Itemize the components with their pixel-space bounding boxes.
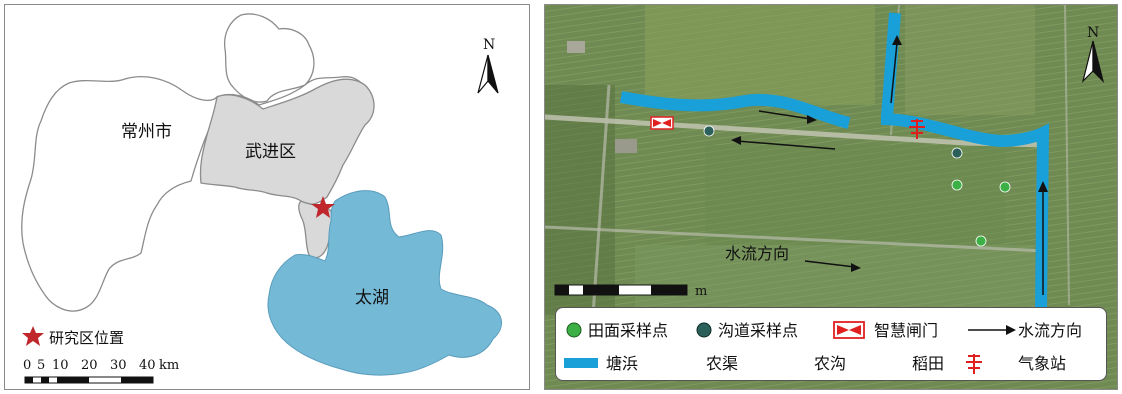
road-5: [1064, 5, 1070, 306]
region-peninsula: [298, 200, 334, 259]
legend-star-label: 研究区位置: [49, 329, 124, 347]
region-wujin: [199, 78, 375, 206]
flow-arrow-2: [731, 136, 836, 150]
channel-east: [880, 113, 1050, 310]
road-2: [545, 225, 1046, 253]
flow-arrow-4: [1038, 181, 1048, 295]
scale-tick-10: 10: [52, 358, 69, 373]
legend-gate-label: 智慧闸门: [874, 321, 938, 340]
legend-ditch-sample-icon: [696, 322, 712, 338]
north-arrow-right-icon: [487, 54, 499, 94]
scale-unit: m: [695, 284, 707, 299]
location-map-svg: 常州市 武进区 太湖 N 研究区位置 0 5 10 20 30 40 km: [21, 13, 502, 384]
legend-star-icon: [22, 326, 44, 346]
weather-station-icon: [909, 119, 925, 139]
ditch-sample-point: [951, 147, 963, 159]
legend-weather-label: 气象站: [1018, 354, 1066, 373]
legend-flow-label: 水流方向: [1018, 321, 1082, 340]
scale-tick-40: 40: [139, 358, 156, 373]
north-arrow-left-icon: [477, 54, 489, 94]
scale-tick-0: 0: [23, 358, 31, 373]
flow-direction-label: 水流方向: [725, 244, 789, 263]
legend-tangbang-icon: [564, 358, 598, 368]
field-patch-5: [545, 85, 615, 315]
field-patch-1: [645, 5, 875, 105]
legend-tangbang-label: 塘浜: [606, 354, 638, 373]
channel-north: [881, 12, 901, 118]
map-legend-svg: 田面采样点 沟道采样点 智慧闸门 水流方向 塘浜 农渠 农沟 稻田: [564, 321, 1082, 374]
legend-field-sample-icon: [566, 322, 582, 338]
legend-ditch-label: 农沟: [814, 354, 846, 373]
label-taihu: 太湖: [355, 288, 389, 308]
scale-tick-20: 20: [81, 358, 98, 373]
map-legend: 田面采样点 沟道采样点 智慧闸门 水流方向 塘浜 农渠 农沟 稻田: [555, 307, 1107, 381]
ditch-sample-point: [703, 125, 715, 137]
smart-gate-icon: [650, 116, 674, 130]
flow-arrow-3: [890, 35, 902, 104]
scale-bar: [554, 284, 688, 296]
north-arrow: N: [1081, 25, 1105, 83]
field-sample-point: [999, 181, 1011, 193]
region-changzhou: [21, 76, 218, 312]
field-sample-point: [951, 179, 963, 191]
location-map: 常州市 武进区 太湖 N 研究区位置 0 5 10 20 30 40 km: [4, 4, 530, 390]
legend-ditch-sample-label: 沟道采样点: [718, 321, 798, 340]
region-north-1: [223, 13, 315, 103]
legend-field-sample-label: 田面采样点: [588, 321, 668, 340]
scale-bar: [24, 376, 154, 384]
aerial-map: 水流方向 N m: [544, 4, 1118, 390]
field-patch-2: [905, 5, 1035, 115]
building-2: [567, 41, 585, 53]
legend-flow-arrow-icon: [968, 325, 1016, 335]
label-wujin: 武进区: [245, 142, 296, 162]
field-sample-point: [975, 235, 987, 247]
field-patch-3: [705, 145, 1005, 245]
legend-gate-icon: [833, 321, 865, 339]
flow-arrow-5: [804, 260, 861, 272]
north-arrow-right-icon: [1092, 40, 1105, 83]
channel-west: [619, 91, 851, 129]
field-patch-4: [635, 245, 1035, 315]
north-letter: N: [1087, 25, 1099, 41]
road-3: [591, 84, 611, 316]
scale-tick-5: 5: [37, 358, 45, 373]
flow-arrow-1: [758, 110, 817, 124]
legend-weather-icon: [966, 354, 982, 374]
scale-unit: km: [159, 358, 179, 373]
lake-taihu: [267, 190, 502, 376]
north-arrow: N: [477, 37, 499, 94]
building-1: [615, 139, 637, 153]
north-letter: N: [483, 37, 495, 53]
legend-paddy-label: 稻田: [912, 354, 944, 373]
legend-canal-label: 农渠: [706, 354, 738, 373]
study-area-star: [311, 196, 335, 218]
label-changzhou: 常州市: [121, 122, 172, 142]
scale-tick-30: 30: [110, 358, 127, 373]
